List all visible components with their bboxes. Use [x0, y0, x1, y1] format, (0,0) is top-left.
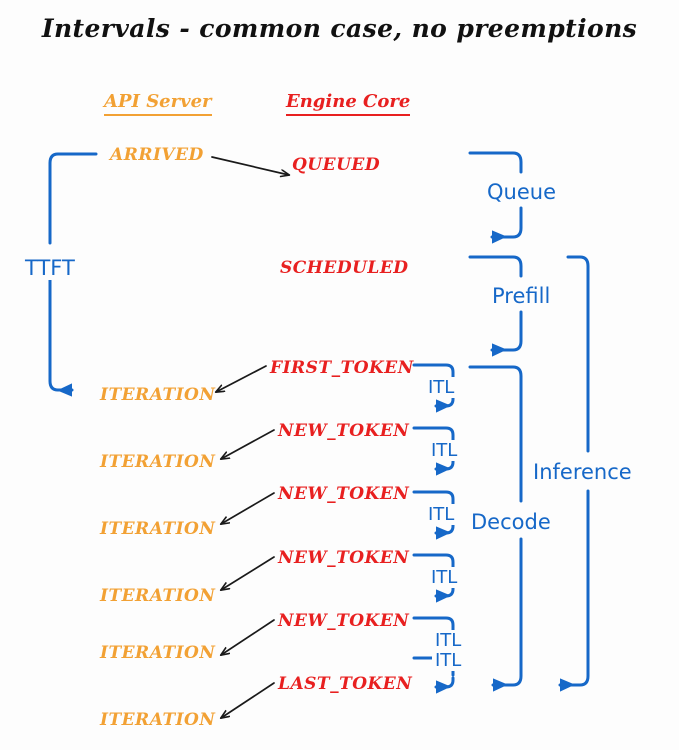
- measure-label-itl: ITL: [425, 504, 458, 525]
- state-last-token: LAST_TOKEN: [278, 674, 413, 694]
- state-iteration: ITERATION: [100, 519, 216, 539]
- measure-label-itl: ITL: [432, 630, 465, 651]
- measure-label-inference: Inference: [530, 460, 635, 484]
- measure-label-prefill: Prefill: [489, 284, 554, 308]
- state-iteration: ITERATION: [100, 586, 216, 606]
- column-header-engine-core: Engine Core: [286, 91, 411, 116]
- page-title: Intervals - common case, no preemptions: [41, 14, 638, 43]
- state-scheduled: SCHEDULED: [280, 258, 409, 278]
- measure-label-itl: ITL: [425, 377, 458, 398]
- measure-label-ttft: TTFT: [22, 256, 78, 280]
- measure-label-itl: ITL: [428, 440, 461, 461]
- state-new-token: NEW_TOKEN: [278, 421, 410, 441]
- state-first-token: FIRST_TOKEN: [270, 358, 414, 378]
- state-new-token: NEW_TOKEN: [278, 484, 410, 504]
- column-header-api-server: API Server: [104, 91, 212, 116]
- state-new-token: NEW_TOKEN: [278, 611, 410, 631]
- state-iteration: ITERATION: [100, 452, 216, 472]
- state-new-token: NEW_TOKEN: [278, 548, 410, 568]
- state-iteration: ITERATION: [100, 710, 216, 730]
- measure-label-decode: Decode: [468, 510, 554, 534]
- measure-label-itl: ITL: [428, 567, 461, 588]
- state-arrived: ARRIVED: [110, 145, 204, 165]
- measure-label-itl: ITL: [432, 650, 465, 671]
- state-iteration: ITERATION: [100, 643, 216, 663]
- state-queued: QUEUED: [292, 155, 381, 175]
- state-iteration: ITERATION: [100, 385, 216, 405]
- measure-label-queue: Queue: [484, 180, 559, 204]
